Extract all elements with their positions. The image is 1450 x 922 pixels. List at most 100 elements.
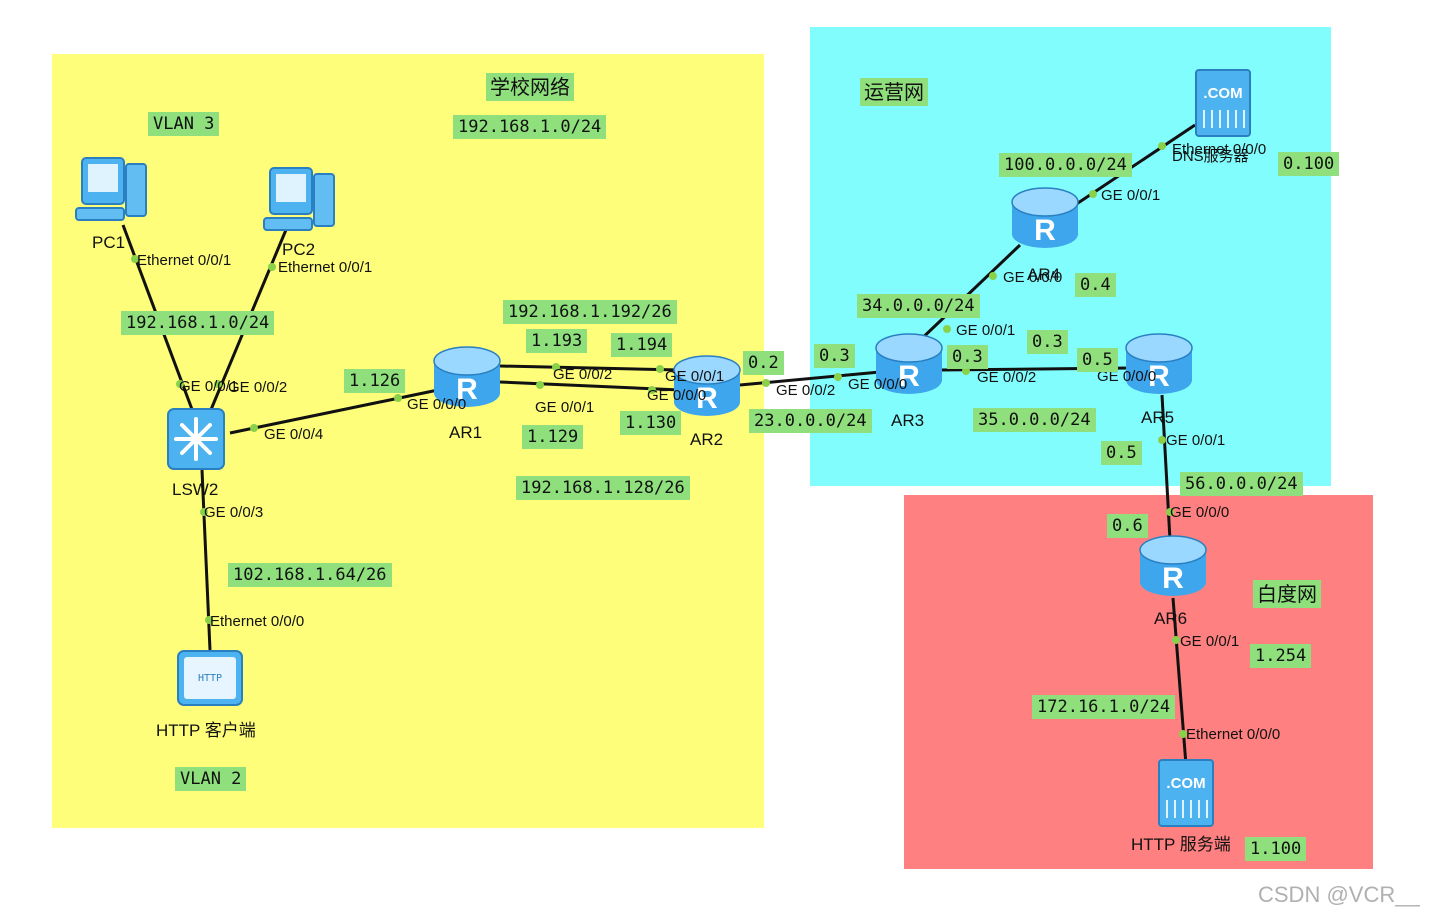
com-server-icon: .COM — [1158, 759, 1214, 827]
ar1-label: AR1 — [449, 423, 483, 442]
router-icon: R — [673, 355, 741, 416]
http-client-label: HTTP 客户端 — [156, 721, 256, 740]
server-icon-text: .COM — [1166, 775, 1205, 792]
tag-dns-ip: 0.100 — [1278, 152, 1340, 176]
pc-icon — [75, 157, 147, 221]
port-pc1-eth: Ethernet 0/0/1 — [137, 252, 232, 269]
port-pc2-eth: Ethernet 0/0/1 — [278, 259, 373, 276]
switch-icon — [167, 408, 225, 470]
port-ar1-g1: GE 0/0/1 — [535, 399, 595, 416]
http-client-device[interactable]: HTTP — [172, 647, 248, 709]
port-ar2-g1: GE 0/0/1 — [665, 368, 725, 385]
port-ar3-g1: GE 0/0/1 — [956, 322, 1016, 339]
tag-net-56: 56.0.0.0/24 — [1180, 472, 1303, 496]
tag-ip-1194: 1.194 — [611, 333, 673, 357]
ar6-label: AR6 — [1154, 609, 1188, 628]
port-lsw-g4: GE 0/0/4 — [264, 426, 324, 443]
tag-school-net: 192.168.1.0/24 — [453, 115, 607, 139]
port-ar3-g2: GE 0/0/2 — [977, 369, 1037, 386]
tag-net-192: 192.168.1.192/26 — [503, 300, 677, 324]
baidu-network-zone — [904, 495, 1373, 869]
tag-net-172: 172.16.1.0/24 — [1032, 695, 1176, 719]
router-icon: R — [433, 346, 501, 407]
port-ar5-g0: GE 0/0/0 — [1097, 368, 1157, 385]
tag-net-23: 23.0.0.0/24 — [749, 409, 872, 433]
port-lsw-g1: GE 0/0/1 — [179, 378, 239, 395]
ar5-device[interactable]: R — [1122, 330, 1196, 402]
tag-ar3-ip34: 0.3 — [1027, 330, 1068, 354]
pc2-device[interactable] — [260, 160, 340, 240]
http-client-icon: HTTP — [177, 650, 243, 706]
ar6-device[interactable]: R — [1136, 532, 1210, 604]
com-server-icon: .COM — [1195, 69, 1251, 137]
watermark: CSDN @VCR__ — [1258, 882, 1420, 907]
dns-server-device[interactable]: .COM — [1192, 66, 1254, 140]
lsw2-label: LSW2 — [172, 480, 219, 499]
port-lsw-g2: GE 0/0/2 — [228, 379, 288, 396]
router-icon-text: R — [898, 360, 920, 393]
port-ar3-g0: GE 0/0/0 — [848, 376, 908, 393]
tag-ar5-ip35: 0.5 — [1077, 348, 1118, 372]
port-ar4-g1: GE 0/0/1 — [1101, 187, 1161, 204]
pc2-label: PC2 — [282, 240, 316, 259]
ar5-label: AR5 — [1141, 408, 1175, 427]
tag-ip-1129: 1.129 — [522, 425, 584, 449]
server-icon-text: .COM — [1203, 85, 1242, 102]
tag-ar1-lsw-ip: 1.126 — [344, 369, 406, 393]
port-ar5-g1: GE 0/0/1 — [1166, 432, 1226, 449]
tag-ar3-ar5-l: 0.3 — [947, 345, 988, 369]
baidu-zone-title: 白度网 — [1253, 580, 1321, 608]
ar1-device[interactable]: R — [430, 343, 504, 415]
port-ar6-g0: GE 0/0/0 — [1170, 504, 1230, 521]
tag-ar2-ar3-r: 0.3 — [814, 344, 855, 368]
operator-zone-title: 运营网 — [860, 78, 928, 106]
tag-ar4-ip: 0.4 — [1075, 273, 1116, 297]
dns-server-label: DNS服务器 — [1172, 148, 1249, 165]
tag-net-35: 35.0.0.0/24 — [973, 408, 1096, 432]
ar4-device[interactable]: R — [1008, 184, 1082, 256]
tag-net-34: 34.0.0.0/24 — [857, 294, 980, 318]
tag-pc-net: 192.168.1.0/24 — [121, 311, 275, 335]
tag-ar6-ip172: 1.254 — [1250, 644, 1312, 668]
ar3-label: AR3 — [891, 411, 925, 430]
tag-ar5-ip56: 0.5 — [1101, 441, 1142, 465]
tag-http-ip: 1.100 — [1245, 837, 1307, 861]
tag-ip-1130: 1.130 — [620, 411, 682, 435]
router-icon: R — [1139, 535, 1207, 596]
port-ar2-g0: GE 0/0/0 — [647, 387, 707, 404]
tag-ip-1193: 1.193 — [526, 329, 588, 353]
pc1-device[interactable] — [72, 150, 152, 230]
tag-ar2-ar3-l: 0.2 — [743, 351, 784, 375]
tag-net-100: 100.0.0.0/24 — [999, 153, 1132, 177]
ar2-device[interactable]: R — [670, 352, 744, 424]
http-client-icon-text: HTTP — [198, 673, 222, 684]
http-server-device[interactable]: .COM — [1155, 756, 1217, 830]
port-ar1-g0: GE 0/0/0 — [407, 396, 467, 413]
port-dns-eth: Ethernet 0/0/0 — [1172, 141, 1267, 158]
link-lsw2-ar1 — [229, 388, 439, 435]
link-ar1-ar2-a — [499, 364, 681, 372]
lsw2-device[interactable] — [160, 405, 232, 473]
pc1-label: PC1 — [92, 233, 126, 252]
pc-icon — [263, 167, 335, 231]
link-ar5-ar6 — [1160, 394, 1172, 541]
ar4-label: AR4 — [1027, 265, 1061, 284]
port-client-eth: Ethernet 0/0/0 — [210, 613, 305, 630]
port-http-eth: Ethernet 0/0/0 — [1186, 726, 1281, 743]
port-ar1-g2: GE 0/0/2 — [553, 366, 613, 383]
ar3-device[interactable]: R — [872, 330, 946, 402]
router-icon-text: R — [1148, 360, 1170, 393]
router-icon-text: R — [1034, 214, 1056, 247]
router-icon: R — [875, 333, 943, 394]
tag-client-net: 102.168.1.64/26 — [228, 563, 392, 587]
port-lsw-g3: GE 0/0/3 — [204, 504, 264, 521]
port-ar2-g2: GE 0/0/2 — [776, 382, 836, 399]
router-icon-text: R — [1162, 562, 1184, 595]
port-ar4-g0: GE 0/0/0 — [1003, 269, 1063, 286]
tag-vlan3: VLAN 3 — [148, 112, 220, 136]
tag-ar6-ip56: 0.6 — [1107, 514, 1148, 538]
router-icon-text: R — [456, 373, 478, 406]
router-icon: R — [1125, 333, 1193, 394]
http-server-label: HTTP 服务端 — [1131, 835, 1231, 854]
port-ar6-g1: GE 0/0/1 — [1180, 633, 1240, 650]
